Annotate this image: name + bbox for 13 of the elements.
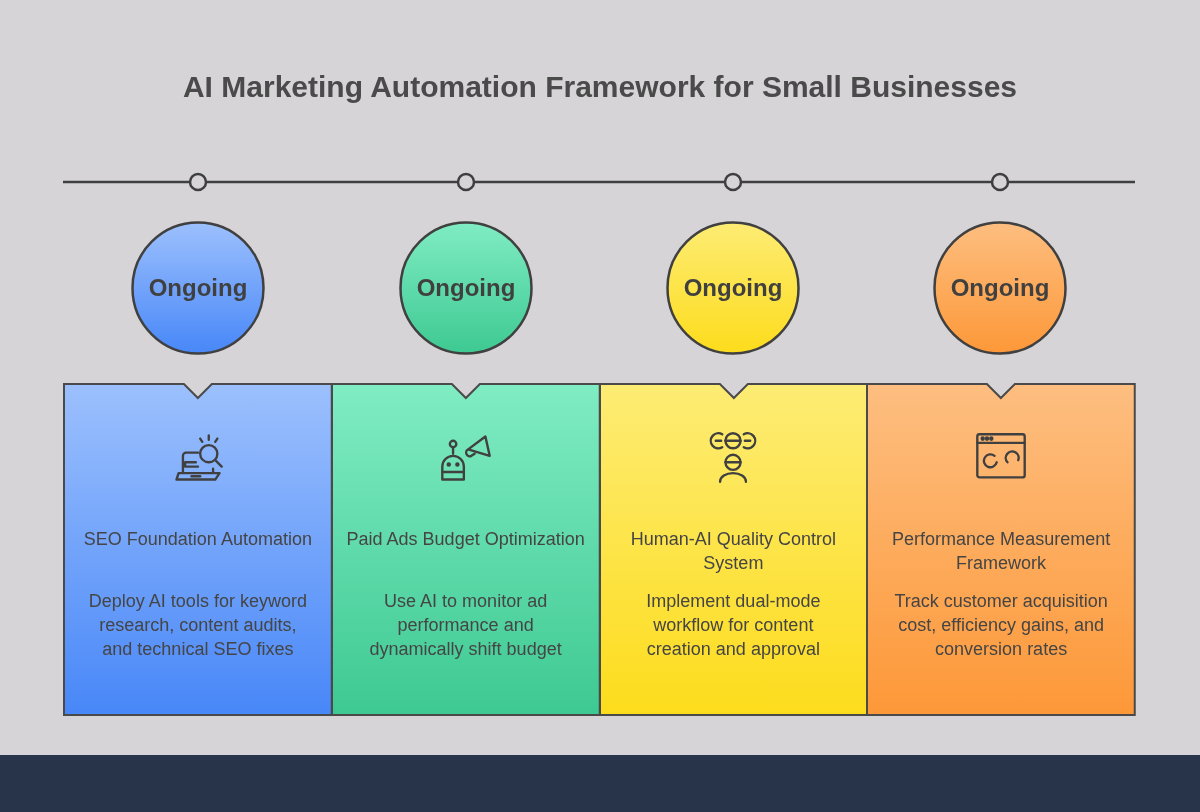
step-description: Implement dual-mode workflow for content creation and approval — [645, 590, 822, 661]
status-label: Ongoing — [949, 274, 1051, 302]
step-heading: Human-AI Quality Control System — [629, 528, 837, 575]
status-label: Ongoing — [147, 274, 249, 302]
title: AI Marketing Automation Framework for Small Businesses — [181, 70, 1019, 104]
status-label: Ongoing — [682, 274, 784, 302]
step-heading: Performance Measurement Framework — [891, 528, 1112, 575]
step-heading: SEO Foundation Automation — [82, 528, 313, 551]
step-description: Use AI to monitor ad performance and dynamically shift budget — [368, 590, 563, 661]
status-label: Ongoing — [415, 274, 517, 302]
step-description: Track customer acquisition cost, efficiency gains, and conversion rates — [893, 590, 1109, 661]
step-description: Deploy AI tools for keyword research, content audits, and technical SEO fixes — [87, 590, 308, 661]
step-heading: Paid Ads Budget Optimization — [345, 528, 586, 551]
